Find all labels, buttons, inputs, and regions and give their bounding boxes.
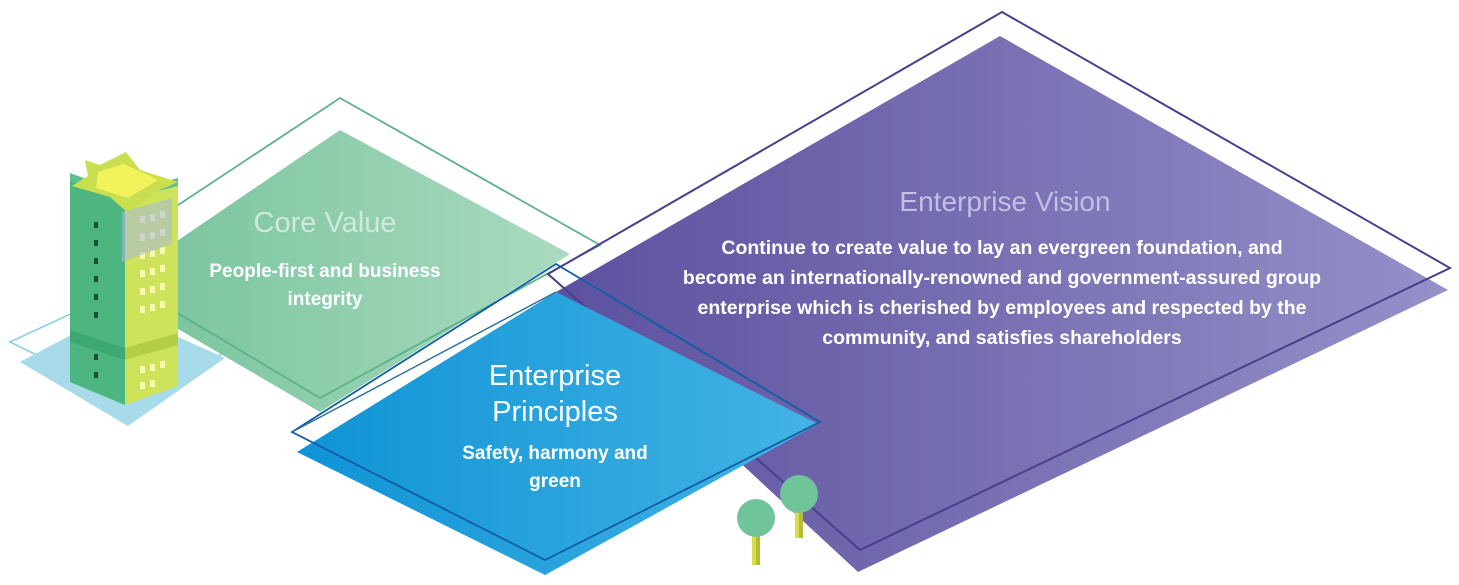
core-value-text: People-first and business integrity — [209, 261, 441, 310]
enterprise-principles-title: Enterprise Principles — [488, 360, 622, 428]
enterprise-principles-text: Safety, harmony and green — [462, 443, 648, 492]
tree-right — [780, 475, 818, 538]
tree-left — [737, 499, 775, 565]
enterprise-vision-title: Enterprise Vision — [899, 186, 1111, 217]
core-value-title: Core Value — [253, 207, 397, 239]
enterprise-vision-text: Continue to create value to lay an everg… — [682, 237, 1322, 349]
building-illustration — [70, 152, 178, 405]
enterprise-principles-shape — [290, 262, 822, 575]
